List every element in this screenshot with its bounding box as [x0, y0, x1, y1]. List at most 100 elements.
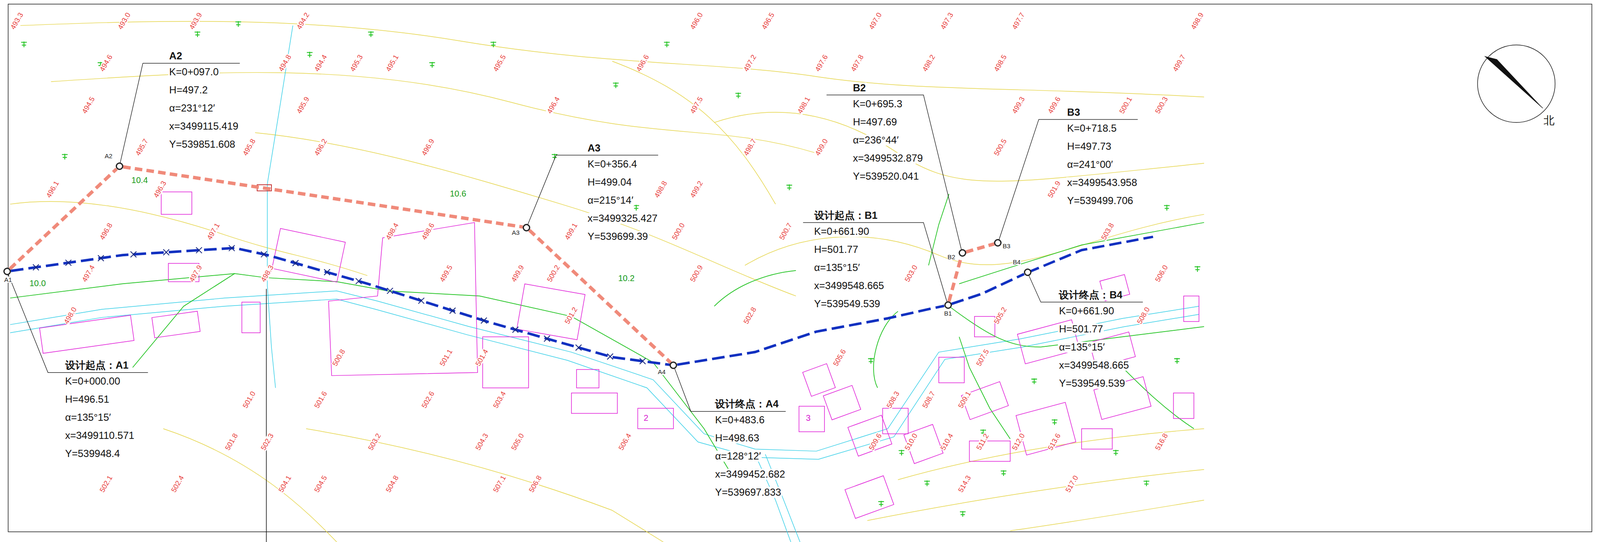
pipeline-extension — [1027, 236, 1154, 273]
elevation-label: 496.3 — [152, 179, 168, 200]
contour-note: 10.6 — [449, 188, 468, 199]
survey-point: B4 — [1023, 268, 1032, 277]
callout-value: Y=539549.539 — [813, 298, 882, 310]
callout-value: x=3499325.427 — [586, 212, 659, 224]
elevation-label: 496.6 — [635, 53, 651, 73]
callout-heading: 设计终点：B4 — [1057, 289, 1124, 301]
pipeline-route — [951, 273, 1024, 304]
callout-heading: A3 — [586, 142, 602, 154]
pipe-cross-mark — [418, 297, 425, 304]
elevation-label: 494.8 — [277, 53, 293, 73]
elevation-label: 499.1 — [563, 221, 580, 242]
callout-heading: B3 — [1066, 106, 1082, 118]
contour-note: 10.0 — [28, 278, 47, 288]
elevation-label: 505.0 — [510, 431, 526, 452]
elevation-label: 500.5 — [992, 137, 1009, 157]
point-name: A3 — [511, 229, 520, 236]
elevation-label: 496.4 — [545, 95, 562, 115]
elevation-label: 496.1 — [45, 179, 61, 200]
elevation-label: 501.0 — [241, 389, 258, 410]
callout-value: H=499.04 — [586, 176, 633, 188]
callout-value: α=135°15′ — [64, 411, 112, 423]
elevation-label: 499.6 — [1046, 95, 1063, 115]
elevation-label: 503.2 — [366, 431, 383, 452]
callout-value: x=3499452.682 — [714, 468, 786, 480]
elevation-label: 504.1 — [277, 473, 293, 494]
elevation-label: 496.0 — [688, 10, 705, 31]
pipe-cross-mark — [260, 251, 267, 258]
pipe-cross-mark — [607, 353, 614, 360]
callout-value: Y=539520.041 — [852, 170, 920, 182]
elevation-label: 497.3 — [939, 10, 955, 31]
elevation-label: 505.2 — [992, 305, 1009, 326]
callout-value: K=0+718.5 — [1066, 122, 1118, 134]
pipe-cross-mark — [163, 249, 170, 256]
elevation-label: 502.8 — [742, 305, 758, 326]
elevation-label: 500.7 — [778, 221, 794, 242]
callout-value: H=497.69 — [852, 116, 899, 128]
point-name: B3 — [1001, 242, 1011, 250]
grid-line — [265, 288, 267, 542]
survey-traverse-line — [529, 230, 671, 363]
elevation-label: 499.2 — [688, 179, 705, 200]
elevation-label: 501.8 — [223, 431, 240, 452]
elevation-label: 501.1 — [438, 347, 455, 368]
callout-value: K=0+483.6 — [714, 414, 766, 426]
point-name: B1 — [943, 310, 953, 317]
callout-value: Y=539699.39 — [586, 231, 649, 242]
callout-value: α=128°12′ — [714, 450, 762, 462]
pipe-cross-mark — [98, 255, 104, 261]
point-name: A2 — [104, 152, 113, 160]
elevation-label: 495.9 — [295, 95, 311, 115]
elevation-label: 493.3 — [9, 10, 25, 31]
callout-value: K=0+695.3 — [852, 98, 904, 110]
pipe-cross-mark — [449, 307, 456, 314]
callout-value: x=3499548.665 — [1057, 359, 1130, 371]
elevation-label: 504.8 — [384, 473, 401, 494]
leader-lines — [7, 63, 1143, 412]
callout-value: α=231°12′ — [168, 102, 216, 114]
callout-heading: 设计起点：A1 — [64, 359, 130, 371]
survey-point: A4 — [669, 361, 678, 370]
elevation-label: 495.7 — [134, 137, 150, 157]
pipe-cross-mark — [512, 326, 519, 333]
elevation-label: 501.2 — [563, 305, 580, 326]
callout-value: H=497.73 — [1066, 140, 1113, 152]
elevation-label: 496.2 — [313, 137, 329, 157]
elevation-label: 501.4 — [474, 347, 490, 368]
elevation-label: 497.2 — [742, 53, 758, 73]
pipe-cross-mark — [639, 358, 646, 365]
callout-value: α=135°15′ — [813, 262, 862, 274]
elevation-label: 507.1 — [491, 473, 508, 494]
building-floors: 2 — [643, 413, 650, 423]
survey-point: B1 — [944, 301, 952, 309]
elevation-label: 499.7 — [1171, 53, 1188, 73]
elevation-label: 498.5 — [992, 53, 1009, 73]
elevation-label: 497.6 — [813, 53, 830, 73]
elevation-label: 499.0 — [813, 137, 830, 157]
elevation-label: 498.2 — [921, 53, 937, 73]
callout-value: x=3499110.571 — [64, 430, 136, 442]
elevation-label: 510.0 — [903, 431, 920, 452]
elevation-label: 506.4 — [617, 431, 633, 452]
callout-heading: 设计起点：B1 — [813, 209, 879, 221]
survey-traverse-line — [948, 256, 962, 302]
pipe-cross-mark — [575, 344, 582, 351]
river — [10, 25, 1199, 542]
survey-point: A2 — [115, 162, 124, 171]
elevation-label: 500.1 — [1118, 95, 1134, 115]
buildings — [39, 191, 1199, 519]
elevation-label: 500.0 — [670, 221, 687, 242]
callout-value: Y=539549.539 — [1057, 377, 1126, 389]
callout-value: K=0+661.90 — [813, 225, 871, 237]
callout-value: K=0+097.0 — [168, 66, 220, 78]
elevation-label: 497.8 — [849, 53, 866, 73]
survey-point: B3 — [994, 239, 1002, 247]
elevation-label: 495.8 — [241, 137, 258, 157]
elevation-label: 495.1 — [384, 53, 401, 73]
callout-value: x=3499543.958 — [1066, 177, 1138, 189]
callout-value: K=0+356.4 — [586, 158, 638, 170]
elevation-label: 517.0 — [1064, 473, 1080, 494]
elevation-label: 499.3 — [1010, 95, 1027, 115]
